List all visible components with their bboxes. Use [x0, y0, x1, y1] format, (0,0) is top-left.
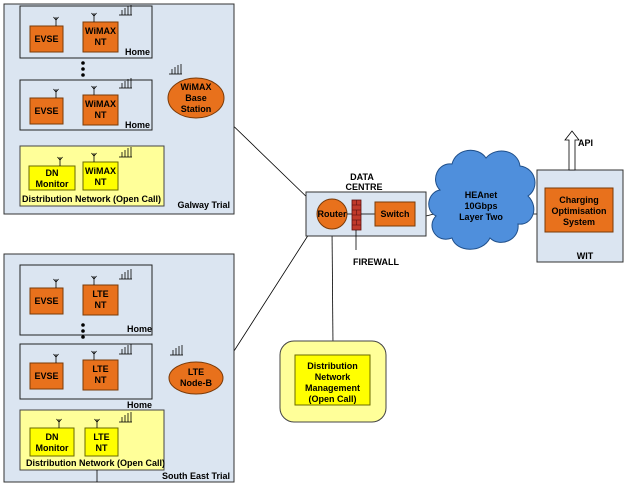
home-label: Home — [127, 324, 152, 334]
heanet-line1: HEAnet — [465, 190, 498, 200]
wit-label: WIT — [577, 251, 594, 261]
link-basestation-router — [218, 111, 315, 205]
evse-device — [29, 287, 64, 315]
nt-label-line1: WiMAX — [85, 166, 116, 176]
galway-home-2: EVSE WiMAX NT Home — [19, 77, 153, 131]
lte-nt-device — [82, 284, 119, 316]
data-centre: DATA CENTRE Router FIREWALL Switch — [305, 172, 427, 267]
system-line1: Charging — [559, 195, 599, 205]
firewall-label: FIREWALL — [353, 257, 399, 267]
dnm-line2: Network — [315, 372, 352, 382]
api-arrow-icon — [564, 130, 580, 171]
wit-panel: Charging Optimisation System WIT API — [536, 130, 624, 263]
nt-label-line2: NT — [95, 37, 107, 47]
dn-monitor-line2: Monitor — [36, 443, 69, 453]
switch-label: Switch — [380, 209, 409, 219]
nt-label-line2: NT — [95, 110, 107, 120]
nt-label-line2: NT — [95, 375, 107, 385]
nt-label-line1: LTE — [93, 432, 109, 442]
home-label: Home — [125, 47, 150, 57]
dn-label: Distribution Network (Open Call) — [26, 458, 165, 468]
router-label: Router — [318, 209, 347, 219]
base-station-line1: WiMAX — [181, 82, 212, 92]
link-router-dnm — [331, 228, 334, 346]
galway-home-1: EVSE WiMAX NT Home — [19, 4, 153, 59]
evse-device — [29, 97, 64, 125]
nt-label-line2: NT — [95, 177, 107, 187]
dn-monitor-line1: DN — [46, 168, 59, 178]
evse-label: EVSE — [34, 106, 58, 116]
heanet-line2: 10Gbps — [464, 201, 497, 211]
evse-device — [29, 25, 64, 53]
firewall-icon — [351, 199, 362, 231]
dnm-line4: (Open Call) — [308, 394, 356, 404]
base-station-line2: Base — [185, 93, 207, 103]
southeast-distribution-network: DN Monitor LTE NT Distribution Network (… — [19, 409, 165, 482]
more-homes-dots — [81, 61, 85, 77]
base-station-line3: Station — [181, 104, 212, 114]
lte-nt-device — [84, 427, 119, 457]
router: Router — [316, 198, 348, 230]
more-homes-dots — [81, 323, 85, 339]
wimax-base-station: WiMAX Base Station — [167, 63, 225, 119]
node-b-line1: LTE — [188, 367, 204, 377]
evse-device — [29, 362, 64, 390]
wimax-nt-device — [82, 161, 119, 191]
api-label: API — [578, 138, 593, 148]
southeast-home-1: EVSE LTE NT Home — [19, 264, 153, 336]
nt-label-line2: NT — [96, 443, 108, 453]
lte-nt-device — [82, 359, 119, 391]
nt-label-line1: WiMAX — [85, 99, 116, 109]
charging-optimisation-system: Charging Optimisation System — [544, 187, 614, 233]
system-line3: System — [563, 217, 595, 227]
galway-trial-label: Galway Trial — [177, 200, 230, 210]
datacentre-label-line2: CENTRE — [345, 182, 382, 192]
galway-distribution-network: DN Monitor WiMAX NT Distribution Network… — [19, 145, 165, 207]
nt-label-line1: LTE — [92, 289, 108, 299]
dnm-line3: Management — [305, 383, 360, 393]
dn-label: Distribution Network (Open Call) — [22, 194, 161, 204]
evse-label: EVSE — [34, 371, 58, 381]
node-b-line2: Node-B — [180, 378, 212, 388]
lte-node-b: LTE Node-B — [168, 344, 224, 395]
wimax-nt-device — [82, 94, 119, 126]
evse-label: EVSE — [34, 34, 58, 44]
galway-trial-panel: Galway Trial EVSE WiMAX NT Home EVSE — [3, 3, 235, 215]
distribution-network-management: Distribution Network Management (Open Ca… — [279, 340, 387, 423]
southeast-home-2: EVSE LTE NT Home — [19, 343, 153, 410]
home-label: Home — [127, 400, 152, 410]
switch: Switch — [374, 201, 416, 227]
heanet-cloud: HEAnet 10Gbps Layer Two — [428, 149, 536, 250]
home-label: Home — [125, 120, 150, 130]
dn-monitor-line2: Monitor — [36, 179, 69, 189]
evse-label: EVSE — [34, 296, 58, 306]
dn-monitor-device — [28, 165, 76, 191]
dn-monitor-device — [29, 427, 75, 457]
wimax-nt-device — [82, 21, 119, 53]
nt-label-line2: NT — [95, 300, 107, 310]
system-line2: Optimisation — [551, 206, 606, 216]
datacentre-label-line1: DATA — [350, 172, 374, 182]
nt-label-line1: WiMAX — [85, 26, 116, 36]
heanet-line3: Layer Two — [459, 212, 503, 222]
dnm-line1: Distribution — [307, 361, 358, 371]
dn-monitor-line1: DN — [46, 432, 59, 442]
nt-label-line1: LTE — [92, 364, 108, 374]
southeast-trial-panel: South East Trial EVSE LTE NT Home EVSE — [3, 253, 235, 483]
southeast-trial-label: South East Trial — [162, 471, 230, 481]
